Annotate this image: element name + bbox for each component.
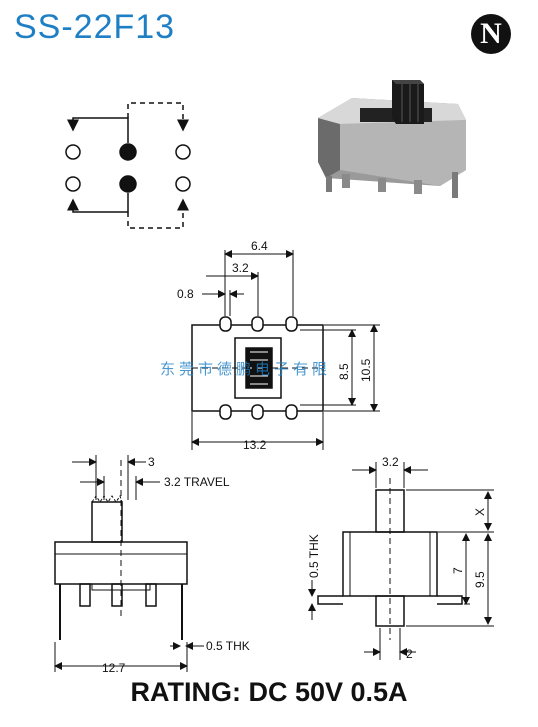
dim-pin-width: 0.8 <box>177 287 194 301</box>
dim-7: 7 <box>451 567 465 574</box>
pin-common-icon <box>119 143 137 161</box>
dim-actuator-width: 3 <box>148 455 155 469</box>
thickness-label: 0.5 THK <box>206 639 250 653</box>
side-view-drawing <box>308 462 494 660</box>
dim-side-actuator: 3.2 <box>382 455 399 469</box>
pin-open-icon <box>65 144 81 160</box>
brand-logo-icon: N <box>471 14 511 54</box>
pin-common-icon <box>119 175 137 193</box>
dim-x: X <box>473 508 487 516</box>
side-thickness-label: 0.5 THK <box>307 534 321 578</box>
watermark-text: 东莞市德鹏电子有限 <box>160 360 332 378</box>
dim-2: 2 <box>406 647 413 661</box>
pin-open-icon <box>175 144 191 160</box>
part-number-title: SS-22F13 <box>14 8 176 46</box>
rating-label: RATING: DC 50V 0.5A <box>130 677 408 707</box>
dim-pitch-total: 6.4 <box>251 239 268 253</box>
top-view-drawing <box>191 250 380 450</box>
dim-body-width: 13.2 <box>243 438 267 452</box>
pin-open-icon <box>175 176 191 192</box>
product-illustration <box>318 80 466 198</box>
dim-inner-height: 8.5 <box>337 363 351 380</box>
pin-open-icon <box>65 176 81 192</box>
dim-pitch: 3.2 <box>232 261 249 275</box>
dim-outer-height: 10.5 <box>359 358 373 382</box>
travel-label: 3.2 TRAVEL <box>164 475 230 489</box>
circuit-schematic <box>65 102 191 229</box>
front-view-drawing <box>54 455 204 672</box>
dim-overall-width: 12.7 <box>102 661 126 675</box>
dim-9-5: 9.5 <box>473 571 487 588</box>
